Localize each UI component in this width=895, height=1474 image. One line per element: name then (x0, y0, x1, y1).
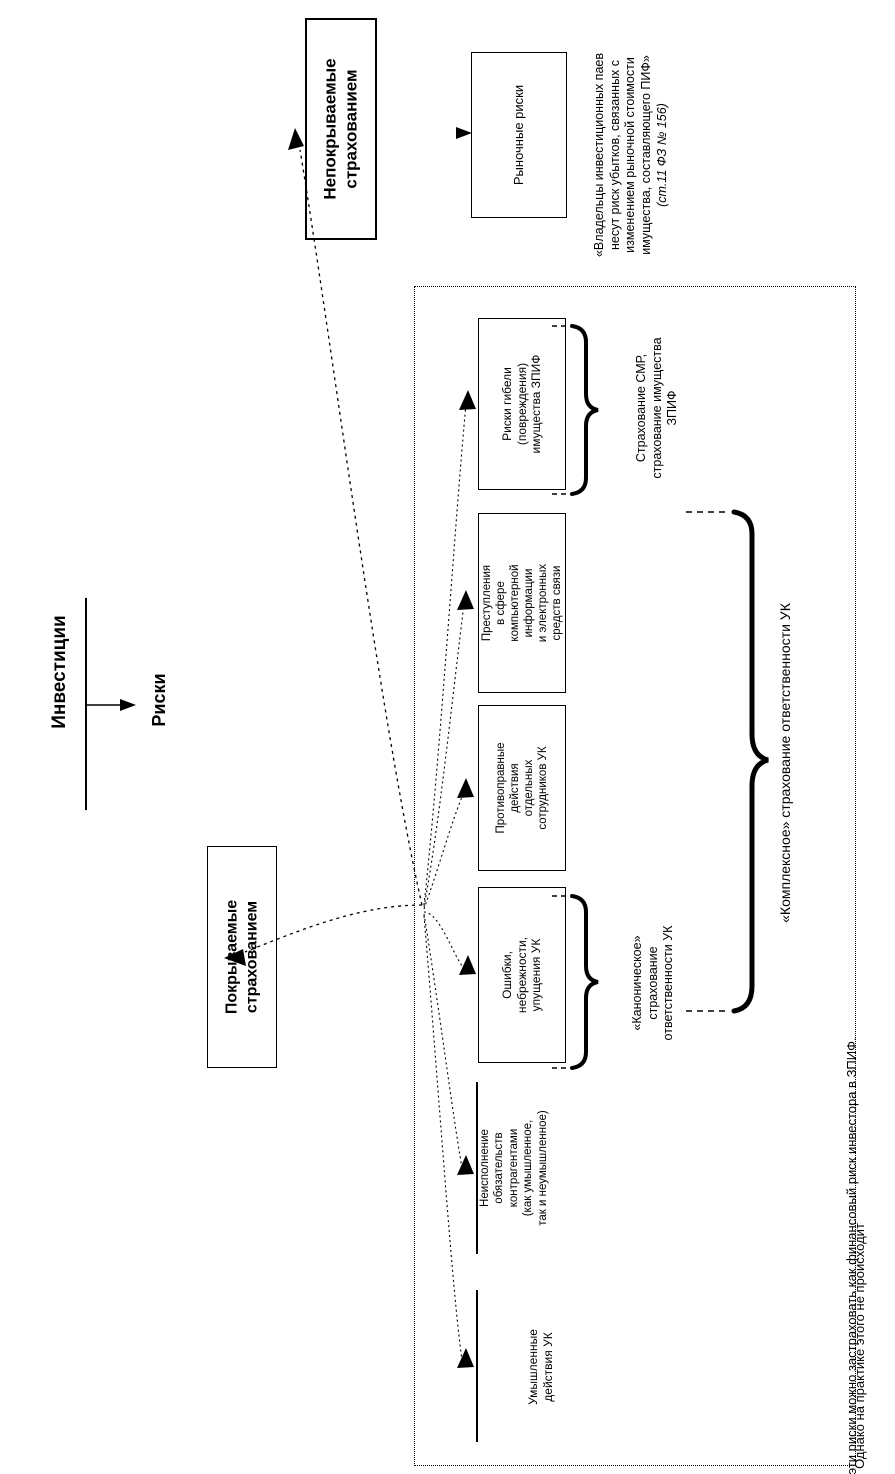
node-investments: Инвестиции (49, 615, 70, 729)
box-errors-omissions-label: Ошибки, небрежности, упущения УК (500, 937, 544, 1013)
staff-line-4: сотрудников УК (537, 746, 550, 830)
quote-line-1: «Владельцы инвестиционных паев (592, 53, 606, 258)
footnote-line-2: Однако на практике этого не происходит (852, 1223, 867, 1469)
quote-line-4: имущества, составляющего ПИФ» (638, 55, 653, 255)
brace-label-canonical-liability: «Каноническое» страхование ответственнос… (630, 898, 686, 1068)
quote-line-2: несут риск убытков, связанных с (607, 59, 622, 251)
intentional-line-1: Умышленные (526, 1329, 540, 1405)
cyber-crime-line-3: компьютерной (508, 564, 521, 642)
counterparty-line-1: Неисполнение (479, 1129, 491, 1207)
box-property-loss-label: Риски гибели (повреждения) имущества ЗПИ… (500, 355, 544, 454)
box-cyber-crime-label: Преступления в сфере компьютерной информ… (480, 564, 564, 642)
counterparty-line-2: обязательств (493, 1132, 506, 1204)
box-staff-wrongful-acts: Противоправные действия отдельных сотруд… (478, 705, 566, 871)
counterparty-line-4: (как умышленное, (522, 1119, 535, 1217)
cyber-crime-line-4: информации (523, 568, 535, 638)
cyber-crime-line-1: Преступления (480, 564, 493, 642)
node-uninsurable-label: Непокрываемые страхованием Непокрываемые… (320, 58, 361, 199)
staff-line-1: Противоправные (494, 742, 507, 834)
canonical-line-1: «Каноническое» (630, 935, 644, 1031)
errors-line-1: Ошибки, (500, 951, 515, 999)
cyber-crime-line-6: средств связи (551, 565, 564, 641)
property-loss-line-1: Риски гибели (500, 367, 515, 441)
node-uninsurable-box: Непокрываемые страхованием Непокрываемые… (305, 18, 377, 240)
quote-citation: (ст.11 ФЗ № 156) (654, 103, 669, 207)
box-market-risks: Рыночные риски (471, 52, 567, 218)
quote-line-3: изменением рыночной стоимости (623, 57, 638, 253)
investments-rule (85, 598, 87, 810)
brace-label-comprehensive-liability: «Комплексное» страхование ответственност… (777, 603, 793, 923)
node-insurable-label: Покрываемые страхованием Покрываемыестра… (222, 900, 261, 1014)
box-market-risks-label: Рыночные риски (511, 84, 527, 186)
counterparty-line-3: контрагентами (507, 1128, 520, 1208)
property-loss-line-2: (повреждения) (514, 362, 529, 446)
box-counterparty-default-label: Неисполнение обязательств контрагентами … (478, 1083, 574, 1253)
errors-line-2: небрежности, (514, 936, 529, 1014)
box-intentional-acts-rule (476, 1290, 478, 1442)
box-cyber-crime: Преступления в сфере компьютерной информ… (478, 513, 566, 693)
staff-line-2: действия (508, 763, 521, 813)
box-counterparty-default-rule (476, 1082, 478, 1254)
staff-line-3: отдельных (523, 759, 535, 817)
cyber-crime-line-5: и электронных (537, 563, 550, 643)
box-staff-wrongful-acts-label: Противоправные действия отдельных сотруд… (494, 742, 550, 833)
cyber-crime-line-2: в сфере (494, 581, 507, 625)
box-intentional-acts-label: Умышленные действия УК (526, 1297, 570, 1437)
counterparty-line-5: так и неумышленное) (536, 1110, 549, 1226)
box-property-loss: Риски гибели (повреждения) имущества ЗПИ… (478, 318, 566, 490)
car-property-line-2: страхование имущества (649, 337, 664, 479)
errors-line-3: упущения УК (529, 938, 544, 1012)
intentional-line-2: действия УК (541, 1332, 555, 1402)
car-property-line-3: ЗПИФ (665, 390, 680, 426)
brace-label-car-property: Страхование СМР, страхование имущества З… (634, 313, 690, 503)
canonical-line-3: ответственности УК (661, 925, 676, 1041)
canonical-line-2: страхование (645, 946, 660, 1020)
node-risks: Риски (149, 673, 169, 727)
market-risks-quote: «Владельцы инвестиционных паев несут рис… (592, 0, 682, 315)
box-errors-omissions: Ошибки, небрежности, упущения УК (478, 887, 566, 1063)
property-loss-line-3: имущества ЗПИФ (529, 354, 544, 454)
node-insurable-box: Покрываемые страхованием Покрываемыестра… (207, 846, 277, 1068)
car-property-line-1: Страхование СМР, (634, 353, 648, 463)
